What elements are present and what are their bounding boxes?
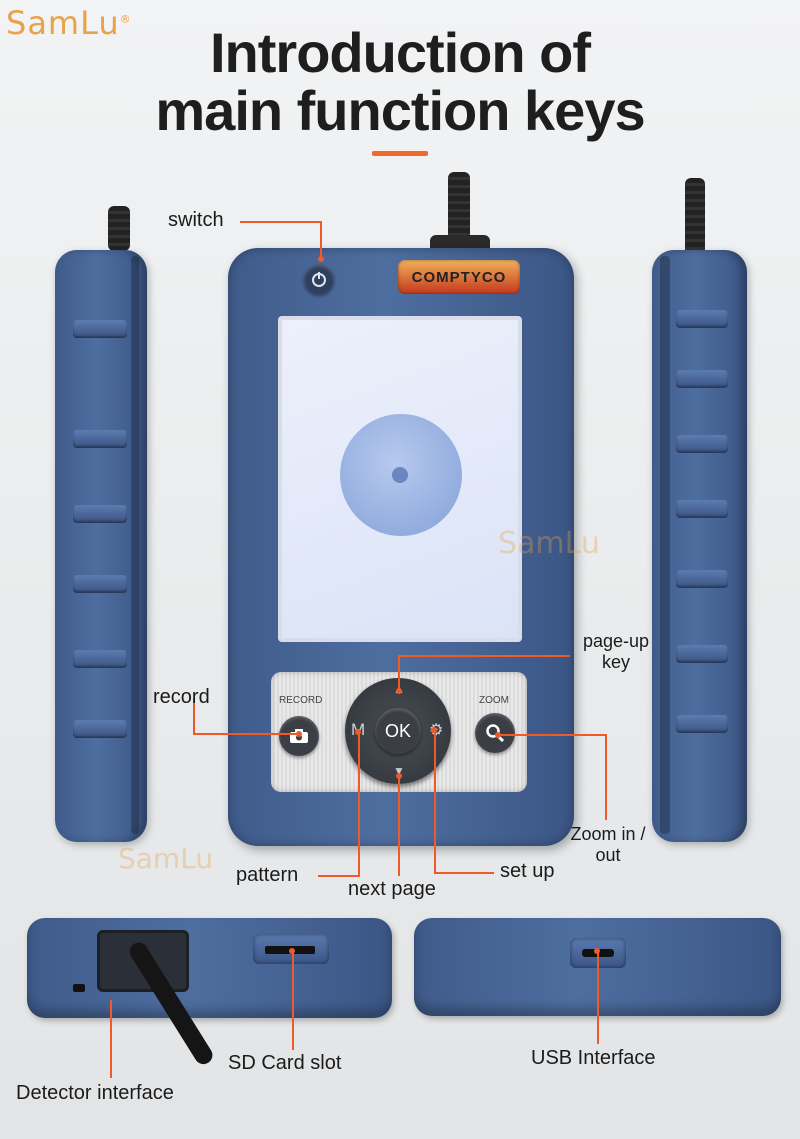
brand-logo: SamLu® — [6, 4, 132, 42]
zoom-label: Zoom in / out — [560, 824, 656, 866]
title-line-2: main function keys — [155, 79, 645, 142]
record-label: record — [153, 686, 210, 708]
arrow-down-icon[interactable]: ▼ — [393, 764, 405, 778]
inspection-image — [340, 414, 462, 536]
zoom-label-line-2: out — [595, 845, 621, 865]
power-icon — [312, 272, 326, 287]
front-device: COMPTYCO SamLu RECORD ZOOM ▲ ▼ M ⚙ OK — [228, 248, 600, 846]
watermark-2: SamLu — [118, 842, 214, 875]
front-cable — [448, 172, 470, 252]
right-cable — [685, 178, 705, 258]
left-side-view — [55, 250, 147, 842]
mic-hole — [73, 984, 85, 992]
title-line-1: Introduction of — [209, 21, 591, 84]
title-underline — [372, 151, 428, 156]
brand-name: SamLu — [6, 4, 120, 42]
page-up-label-line-1: page-up — [582, 631, 650, 651]
left-cable — [108, 206, 130, 251]
ok-button[interactable]: OK — [375, 708, 421, 754]
detector-label: Detector interface — [16, 1082, 174, 1104]
watermark: SamLu — [498, 526, 600, 561]
switch-label: switch — [168, 209, 224, 231]
record-text: RECORD — [279, 695, 323, 706]
next-page-label: next page — [348, 878, 436, 900]
pattern-label: pattern — [236, 864, 299, 886]
sd-card-label: SD Card slot — [228, 1052, 342, 1074]
bottom-view-left — [27, 918, 392, 1018]
set-up-label: set up — [500, 860, 555, 882]
zoom-text: ZOOM — [479, 695, 509, 706]
brand-mark: ® — [119, 12, 132, 26]
page-up-label: page-up key — [566, 631, 666, 673]
usb-label: USB Interface — [531, 1047, 656, 1069]
brand-plate: COMPTYCO — [398, 260, 520, 294]
power-button[interactable] — [304, 264, 334, 294]
display-screen: SamLu — [278, 316, 600, 642]
page-title: Introduction of main function keys — [0, 24, 800, 140]
zoom-label-line-1: Zoom in / — [570, 824, 646, 844]
page-up-label-line-2: key — [601, 652, 630, 672]
right-side-view — [652, 250, 747, 842]
